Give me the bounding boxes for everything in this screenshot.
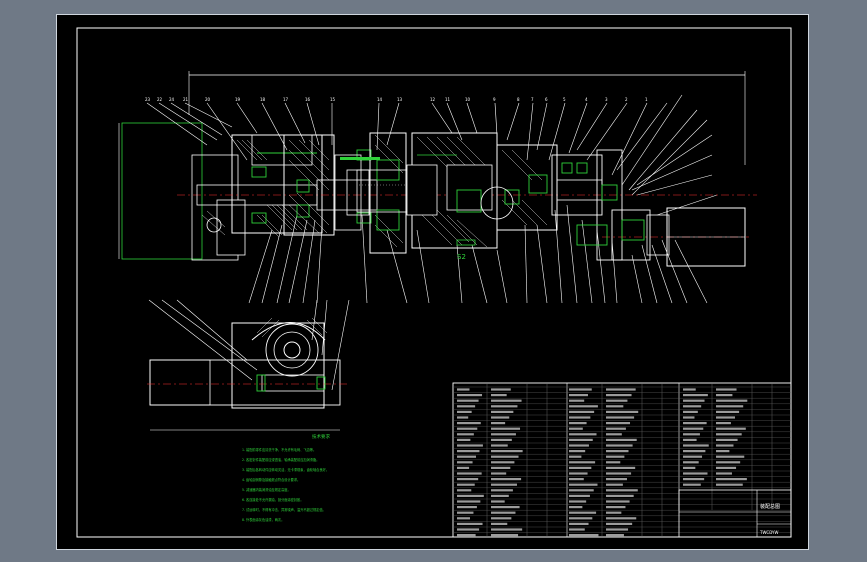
svg-text:10: 10 bbox=[465, 97, 471, 102]
bearings-green bbox=[251, 149, 372, 224]
svg-text:20: 20 bbox=[205, 97, 211, 102]
svg-text:15: 15 bbox=[330, 97, 336, 102]
notes-title: 技术要求 bbox=[312, 433, 330, 440]
svg-text:9: 9 bbox=[493, 97, 496, 102]
svg-text:4: 4 bbox=[585, 97, 588, 102]
svg-text:11: 11 bbox=[445, 97, 451, 102]
svg-text:24: 24 bbox=[169, 97, 175, 102]
note-line: 3. 装配后各转动件应转动灵活，无卡滞现象，齿轮啮合良好。 bbox=[242, 467, 329, 472]
note-line: 6. 各连接处不允许漏油，剖分面涂密封胶。 bbox=[242, 497, 303, 502]
inner-frame bbox=[76, 27, 792, 538]
note-line: 4. 齿轮副侧隙及接触斑点符合设计要求。 bbox=[242, 477, 300, 482]
svg-text:1: 1 bbox=[645, 97, 648, 102]
hatching-center bbox=[416, 136, 493, 248]
svg-text:7: 7 bbox=[531, 97, 534, 102]
svg-text:3: 3 bbox=[605, 97, 608, 102]
svg-text:8: 8 bbox=[517, 97, 520, 102]
svg-text:19: 19 bbox=[235, 97, 241, 102]
note-line: 7. 试运转时，不得有冲击、异常噪声，温升不超过规定值。 bbox=[242, 507, 326, 512]
svg-text:13: 13 bbox=[397, 97, 403, 102]
note-line: 5. 减速器内装润滑油至规定高度。 bbox=[242, 487, 291, 492]
svg-text:12: 12 bbox=[430, 97, 436, 102]
svg-text:23: 23 bbox=[145, 97, 151, 102]
svg-text:21: 21 bbox=[183, 97, 189, 102]
leader-lines-top bbox=[146, 94, 718, 216]
svg-text:14: 14 bbox=[377, 97, 383, 102]
svg-text:22: 22 bbox=[157, 97, 163, 102]
leader-lines-bottom bbox=[248, 204, 708, 304]
svg-text:5: 5 bbox=[563, 97, 566, 102]
svg-text:6: 6 bbox=[545, 97, 548, 102]
svg-text:16: 16 bbox=[305, 97, 311, 102]
side-view bbox=[147, 299, 350, 431]
svg-text:2: 2 bbox=[625, 97, 628, 102]
svg-text:18: 18 bbox=[260, 97, 266, 102]
note-line: 1. 装配前零件应清洗干净，不允许有毛刺、飞边等。 bbox=[242, 447, 316, 452]
section-label: S2 bbox=[457, 253, 466, 261]
note-line: 2. 各密封件装配前应浸透油，轴承装配前应加润滑脂。 bbox=[242, 457, 319, 462]
technical-notes: 技术要求 1. 装配前零件应清洗干净，不允许有毛刺、飞边等。 2. 各密封件装配… bbox=[242, 433, 330, 522]
title-block-name: 装配总图 bbox=[760, 503, 780, 510]
hatching-left bbox=[236, 139, 308, 238]
svg-text:17: 17 bbox=[283, 97, 289, 102]
parts-list: 装配总图 TWCDYW bbox=[452, 382, 792, 538]
title-block-code: TWCDYW bbox=[759, 530, 778, 535]
notes-list: 1. 装配前零件应清洗干净，不允许有毛刺、飞边等。 2. 各密封件装配前应浸透油… bbox=[242, 447, 329, 522]
note-line: 8. 外表面涂灰色油漆，两次。 bbox=[242, 517, 284, 522]
